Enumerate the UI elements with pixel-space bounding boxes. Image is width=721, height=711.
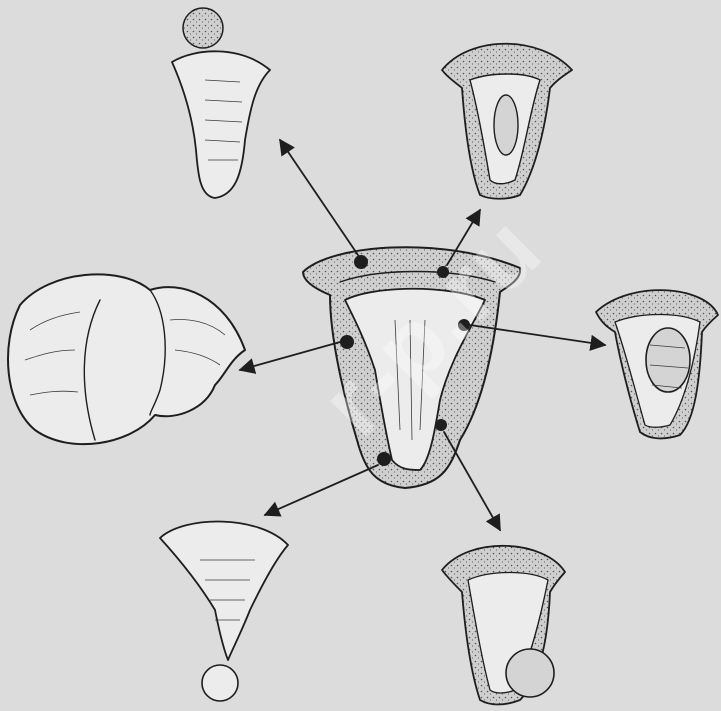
satellite-left — [8, 274, 245, 444]
satellite-bottom-left — [160, 522, 288, 701]
satellite-top-right — [442, 44, 572, 199]
fibroid-site-dot — [435, 419, 447, 431]
central-uterus — [303, 247, 520, 488]
fibroid-site-dot — [340, 335, 354, 349]
fibroid-site-dot — [354, 255, 368, 269]
satellite-bottom-right — [442, 546, 565, 705]
satellite-top-left — [172, 8, 270, 198]
fibroid-site-dot — [377, 452, 391, 466]
fibroid-site-dot — [458, 319, 470, 331]
fibroid-site-dot — [437, 266, 449, 278]
satellite-right — [596, 290, 718, 438]
